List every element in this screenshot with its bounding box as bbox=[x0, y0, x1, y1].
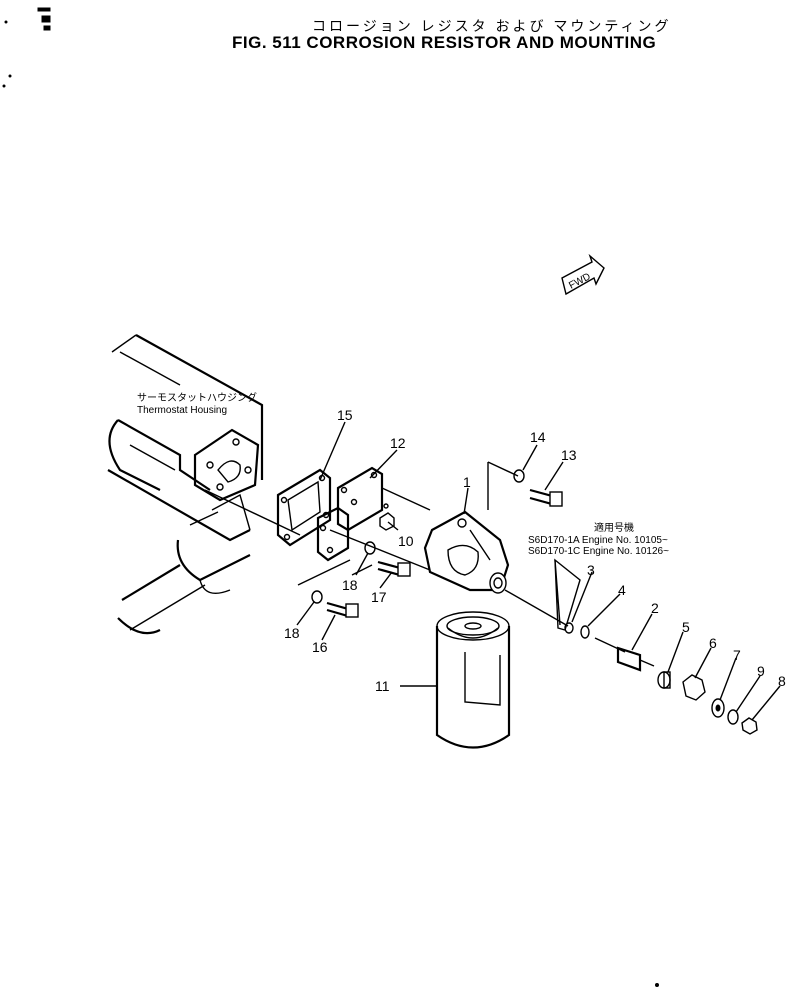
resistor-head-1 bbox=[423, 510, 510, 594]
applicability-line-1: S6D170-1A Engine No. 10105~ bbox=[528, 535, 668, 546]
callout-4: 4 bbox=[618, 582, 626, 598]
fwd-arrow: FWD bbox=[561, 253, 605, 296]
callout-9: 9 bbox=[757, 663, 765, 679]
callout-15: 15 bbox=[337, 407, 353, 423]
callout-11: 11 bbox=[375, 678, 390, 694]
callout-5: 5 bbox=[682, 619, 690, 635]
bracket-12 bbox=[316, 466, 384, 562]
leader-lines bbox=[296, 421, 781, 721]
filter-cartridge-11 bbox=[435, 611, 511, 749]
applicability-heading: 適用号機 bbox=[594, 521, 634, 534]
scan-noise bbox=[2, 7, 659, 987]
figure-title: FIG. 511 CORROSION RESISTOR AND MOUNTING bbox=[232, 33, 657, 52]
callout-16: 16 bbox=[312, 639, 328, 655]
washer-14 bbox=[513, 469, 525, 483]
callout-3: 3 bbox=[587, 562, 595, 578]
callout-10: 10 bbox=[398, 533, 414, 549]
callout-1: 1 bbox=[463, 474, 471, 490]
gasket-15 bbox=[276, 468, 332, 547]
callout-17: 17 bbox=[371, 589, 387, 605]
callout-18b: 18 bbox=[284, 625, 300, 641]
o-ring-4 bbox=[580, 625, 590, 639]
callout-8: 8 bbox=[778, 673, 786, 689]
washer-18b bbox=[311, 590, 323, 604]
housing-label-jp: サーモスタットハウジング bbox=[137, 391, 257, 404]
bolt-16 bbox=[326, 601, 359, 618]
adapter-5 bbox=[657, 671, 671, 689]
applicability-line-2: S6D170-1C Engine No. 10126~ bbox=[528, 546, 669, 557]
applicability-note: 適用号機 S6D170-1A Engine No. 10105~ S6D170-… bbox=[528, 521, 669, 557]
engine-block bbox=[107, 334, 264, 635]
title-japanese: コロージョン レジスタ および マウンティング bbox=[312, 18, 672, 34]
callout-18a: 18 bbox=[342, 577, 358, 593]
callout-12: 12 bbox=[390, 435, 406, 451]
callout-2: 2 bbox=[651, 600, 659, 616]
callout-14: 14 bbox=[530, 429, 546, 445]
stud-2 bbox=[594, 637, 655, 672]
callout-13: 13 bbox=[561, 447, 577, 463]
assembly-lines bbox=[204, 461, 581, 631]
bolt-17 bbox=[377, 560, 411, 577]
callouts: 1 2 3 4 5 6 7 8 9 10 11 12 13 14 15 16 1… bbox=[284, 407, 786, 694]
nut-6 bbox=[682, 674, 706, 701]
lock-washer-9 bbox=[727, 709, 739, 725]
callout-6: 6 bbox=[709, 635, 717, 651]
housing-label-en: Thermostat Housing bbox=[137, 405, 227, 416]
bolt-13 bbox=[529, 488, 563, 507]
callout-7: 7 bbox=[733, 647, 741, 663]
nut-8 bbox=[741, 717, 758, 735]
